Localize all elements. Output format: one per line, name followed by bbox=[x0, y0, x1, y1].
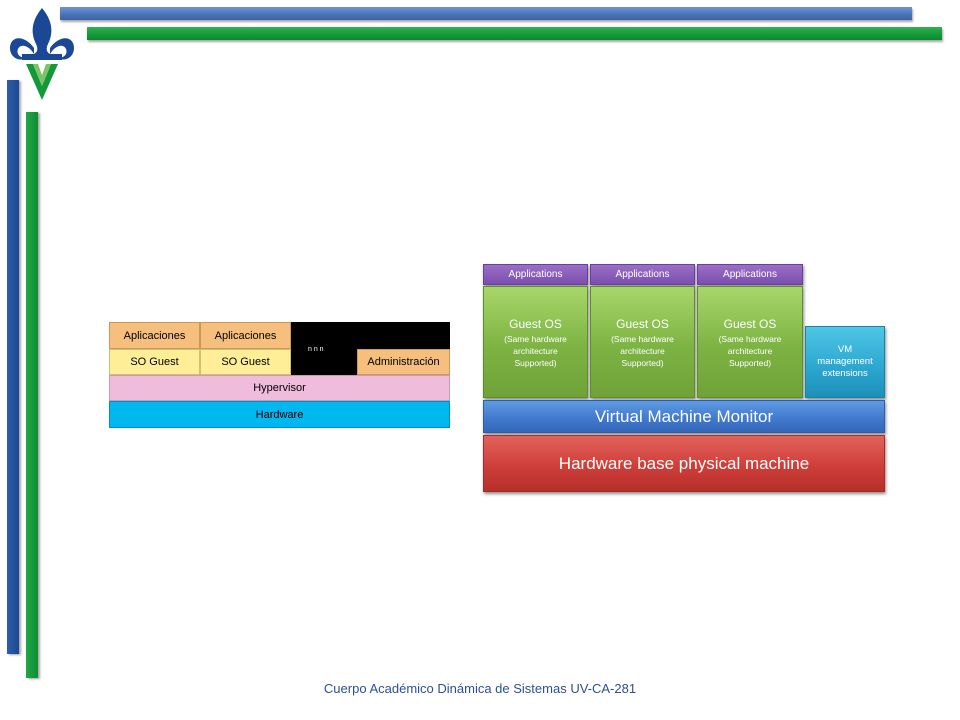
top-green-bar bbox=[87, 27, 942, 40]
virtual-machine-monitor-block: Virtual Machine Monitor bbox=[483, 400, 885, 433]
top-blue-bar bbox=[60, 7, 912, 20]
guest-os-subtitle: (Same hardware architecture Supported) bbox=[504, 334, 567, 368]
admin-cell: Administración bbox=[357, 349, 450, 375]
guest-os-title: Guest OS bbox=[616, 317, 669, 331]
applications-block-3: Applications bbox=[697, 264, 803, 285]
hardware-base-block: Hardware base physical machine bbox=[483, 435, 885, 492]
ellipsis-area: n n n bbox=[291, 338, 357, 375]
left-blue-bar bbox=[7, 80, 19, 654]
guest-os-title: Guest OS bbox=[509, 317, 562, 331]
guest-os-title: Guest OS bbox=[723, 317, 777, 331]
left-green-bar bbox=[26, 112, 38, 678]
virtualization-diagram-es: Aplicaciones Aplicaciones SO Guest SO Gu… bbox=[109, 322, 450, 428]
hypervisor-cell: Hypervisor bbox=[109, 375, 450, 401]
ellipsis-text: n n n bbox=[308, 346, 324, 353]
guest-os-block-2: Guest OS (Same hardware architecture Sup… bbox=[590, 286, 695, 398]
guest-os-block-3: Guest OS (Same hardware architecture Sup… bbox=[697, 286, 803, 398]
uv-logo bbox=[10, 8, 74, 100]
apps-cell-1: Aplicaciones bbox=[109, 322, 200, 349]
guest-cell-1: SO Guest bbox=[109, 349, 200, 375]
guest-os-block-1: Guest OS (Same hardware architecture Sup… bbox=[483, 286, 588, 398]
hardware-cell: Hardware bbox=[109, 401, 450, 428]
guest-os-subtitle: (Same hardware architecture Supported) bbox=[611, 334, 674, 368]
guest-os-subtitle: (Same hardware architecture Supported) bbox=[718, 334, 782, 368]
virtual-machine-monitor-diagram: Applications Applications Applications G… bbox=[482, 264, 887, 496]
applications-block-2: Applications bbox=[590, 264, 695, 285]
guest-cell-2: SO Guest bbox=[200, 349, 291, 375]
applications-block-1: Applications bbox=[483, 264, 588, 285]
apps-cell-2: Aplicaciones bbox=[200, 322, 291, 349]
vm-management-extensions-block: VM management extensions bbox=[805, 326, 885, 398]
footer-text: Cuerpo Académico Dinámica de Sistemas UV… bbox=[323, 681, 637, 696]
